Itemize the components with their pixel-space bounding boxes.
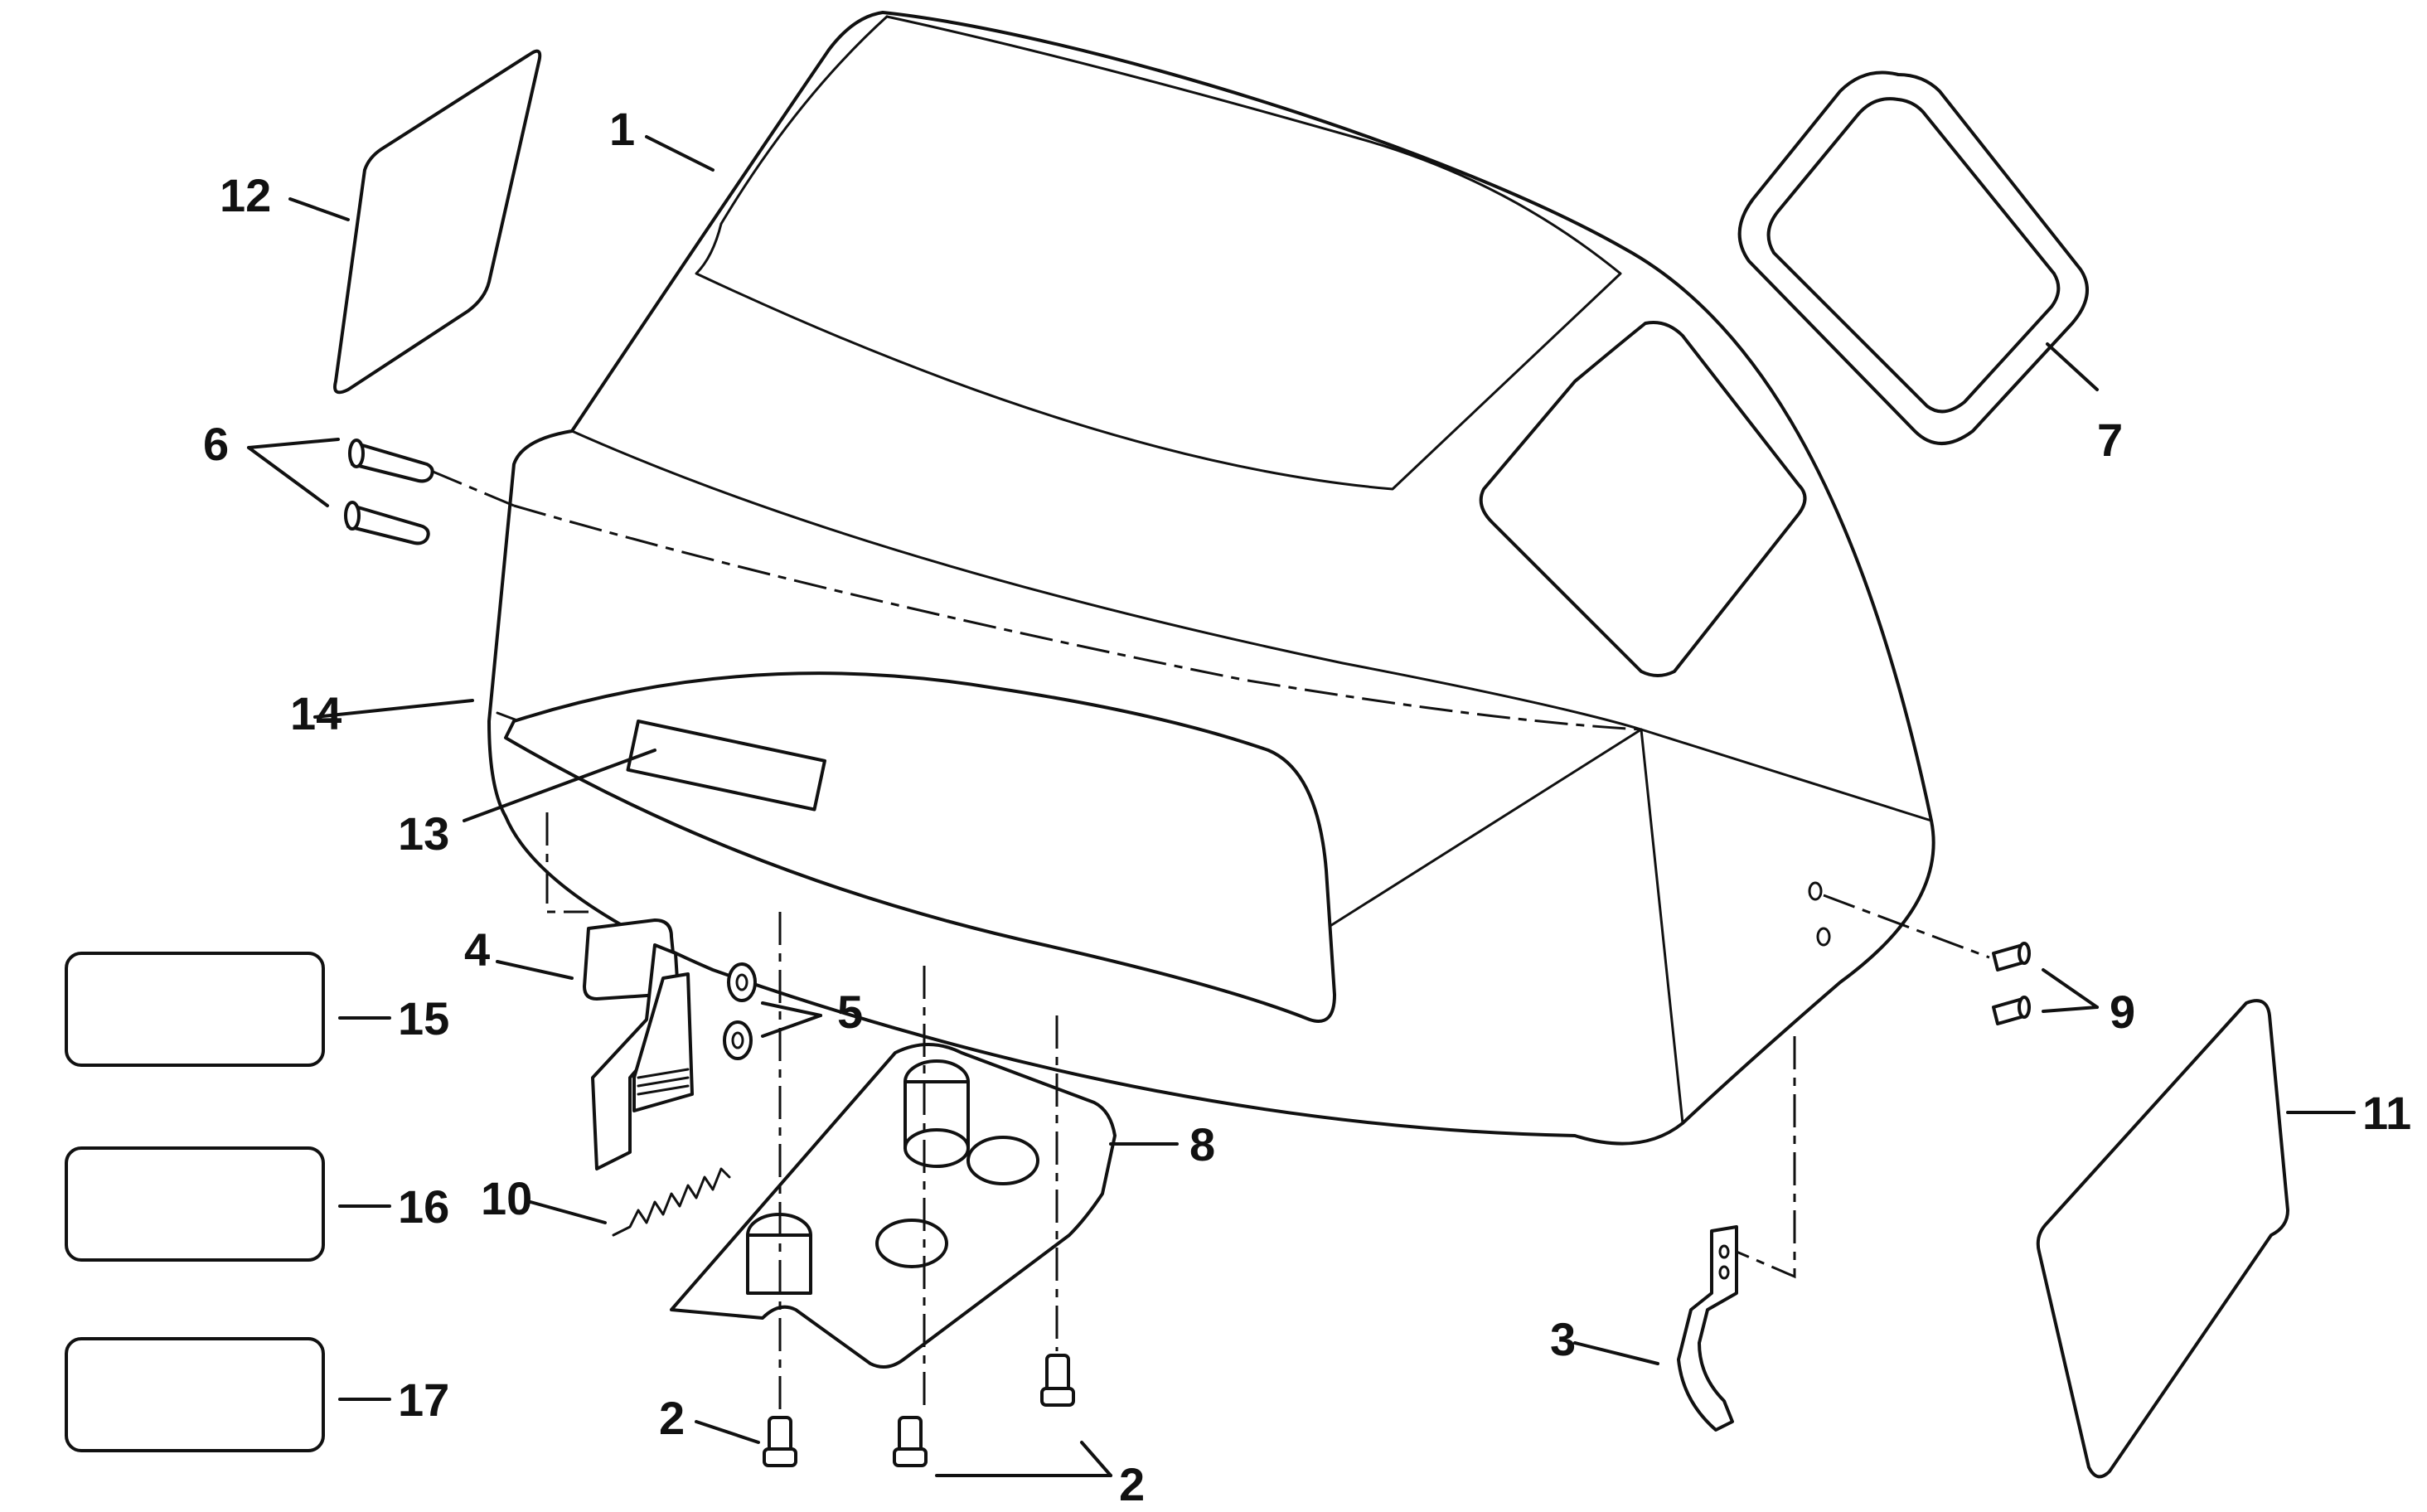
callout-2-left: 2 (659, 1392, 685, 1444)
callout-12: 12 (220, 169, 271, 221)
callouts: 1 12 6 7 14 13 4 5 9 8 10 11 3 2 2 15 16… (203, 103, 2411, 1510)
latch-assembly (583, 918, 694, 1170)
callout-16: 16 (398, 1180, 449, 1233)
callout-8: 8 (1189, 1118, 1215, 1170)
callout-15: 15 (398, 992, 449, 1044)
callout-10: 10 (481, 1172, 532, 1224)
spring (612, 1167, 731, 1237)
window-seal (1737, 70, 2089, 445)
label-plate-16 (65, 1146, 325, 1262)
callout-1: 1 (609, 103, 635, 155)
callout-9: 9 (2110, 986, 2135, 1038)
label-plate-15 (65, 952, 325, 1067)
label-plate-17 (65, 1337, 325, 1452)
callout-7: 7 (2097, 414, 2123, 466)
decal-plate (626, 719, 826, 812)
rivet-pair-right (1992, 942, 2031, 1025)
callout-6: 6 (203, 418, 229, 470)
callout-4: 4 (464, 923, 490, 976)
bracket (1677, 1225, 1738, 1432)
callout-3: 3 (1550, 1313, 1576, 1365)
rivet-pair-upper (344, 439, 434, 545)
decal-upper-left (333, 49, 542, 395)
callout-14: 14 (290, 687, 342, 739)
leader-lines (247, 135, 2356, 1477)
callout-5: 5 (837, 986, 863, 1038)
callout-13: 13 (398, 807, 449, 860)
washers (723, 962, 757, 1060)
base-plate (670, 1043, 1117, 1369)
screws (763, 1354, 1075, 1467)
callout-17: 17 (398, 1374, 449, 1426)
decal-lower-right (2036, 999, 2289, 1479)
motor-cover (487, 11, 1935, 1146)
callout-11: 11 (2362, 1087, 2411, 1139)
callout-2-right: 2 (1119, 1458, 1145, 1510)
